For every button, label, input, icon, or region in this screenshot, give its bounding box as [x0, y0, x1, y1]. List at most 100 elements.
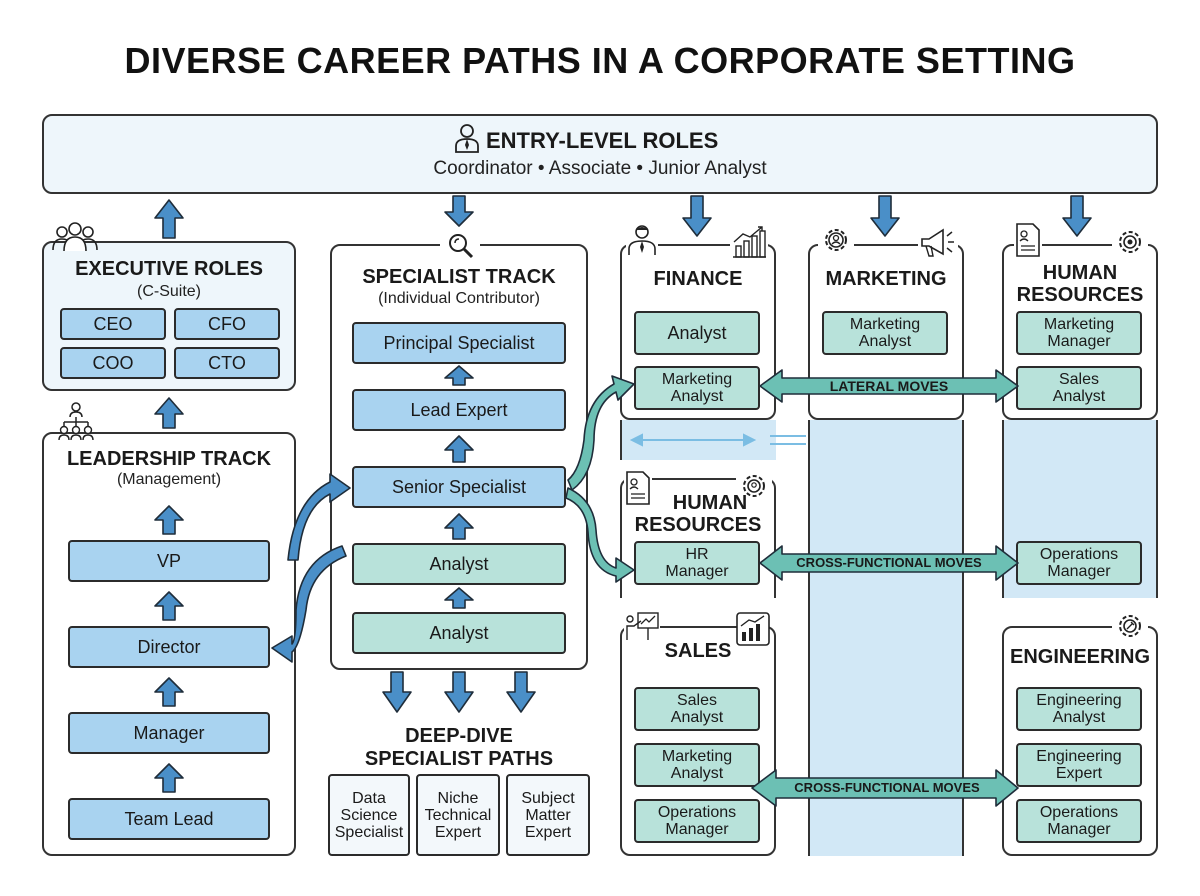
- deepdive-line: Science: [340, 806, 398, 824]
- arrow-down: [444, 195, 474, 227]
- deepdive-line: Data: [352, 789, 386, 807]
- hr-mid-heading-line1: HUMAN: [672, 492, 748, 514]
- entry-level-panel: [42, 114, 1158, 194]
- specialist-sub: (Individual Contributor): [378, 290, 540, 307]
- role-line: Manager: [1047, 563, 1111, 580]
- deepdive-subject-matter[interactable]: Subject Matter Expert: [506, 774, 590, 856]
- group-icon: [50, 220, 100, 252]
- arrow-up: [444, 513, 474, 540]
- marketing-heading: MARKETING: [825, 268, 947, 290]
- magnifier-icon: [440, 230, 480, 260]
- arrow-down: [506, 671, 536, 713]
- role-vp[interactable]: VP: [68, 540, 270, 582]
- gear-icon: [1112, 608, 1148, 644]
- role-line: Sales: [1058, 371, 1100, 388]
- role-line: Analyst: [670, 388, 724, 405]
- engineering-role-expert[interactable]: Engineering Expert: [1016, 743, 1142, 787]
- curved-arrow: [287, 473, 351, 561]
- bar-chart-icon: [730, 224, 768, 260]
- role-line: Engineering: [1036, 748, 1122, 765]
- thin-arrow: [743, 433, 757, 447]
- role-lead-expert[interactable]: Lead Expert: [352, 389, 566, 431]
- deepdive-line: Matter: [525, 806, 571, 824]
- role-line: HR: [685, 546, 709, 563]
- curved-arrow: [565, 487, 635, 583]
- arrow-down: [682, 195, 712, 237]
- arrow-up: [154, 591, 184, 621]
- role-principal-specialist[interactable]: Principal Specialist: [352, 322, 566, 364]
- ops-mid-role-operations-manager[interactable]: Operations Manager: [1016, 541, 1142, 585]
- hr-top-heading-line2: RESOURCES: [1016, 284, 1144, 306]
- role-coo[interactable]: COO: [60, 347, 166, 379]
- role-line: Operations: [1039, 804, 1119, 821]
- marketing-role-marketing-analyst[interactable]: Marketing Analyst: [822, 311, 948, 355]
- thin-arrow: [629, 433, 643, 447]
- role-line: Analyst: [670, 765, 724, 782]
- role-line: Analyst: [1052, 388, 1106, 405]
- hr-top-role-sales-analyst[interactable]: Sales Analyst: [1016, 366, 1142, 410]
- deepdive-line: Expert: [434, 823, 482, 841]
- sales-role-marketing-analyst[interactable]: Marketing Analyst: [634, 743, 760, 787]
- role-manager[interactable]: Manager: [68, 712, 270, 754]
- finance-role-marketing-analyst[interactable]: Marketing Analyst: [634, 366, 760, 410]
- role-line: Operations: [657, 804, 737, 821]
- specialist-heading: SPECIALIST TRACK: [362, 266, 556, 288]
- role-specialist-analyst-upper[interactable]: Analyst: [352, 543, 566, 585]
- cross-arrow: [751, 769, 1019, 807]
- deepdive-line: Subject: [521, 789, 575, 807]
- role-cfo[interactable]: CFO: [174, 308, 280, 340]
- role-cto[interactable]: CTO: [174, 347, 280, 379]
- role-line: Manager: [1047, 821, 1111, 838]
- role-director[interactable]: Director: [68, 626, 270, 668]
- role-line: Manager: [665, 821, 729, 838]
- arrow-up: [154, 505, 184, 535]
- megaphone-icon: [918, 226, 958, 260]
- deepdive-line: Niche: [437, 789, 479, 807]
- presentation-icon: [624, 610, 660, 644]
- org-chart-icon: [56, 400, 96, 442]
- curved-arrow: [271, 545, 347, 663]
- arrow-up: [444, 587, 474, 609]
- sales-role-operations-manager[interactable]: Operations Manager: [634, 799, 760, 843]
- sales-role-sales-analyst[interactable]: Sales Analyst: [634, 687, 760, 731]
- thin-arrow: [770, 435, 806, 445]
- deepdive-data-science[interactable]: Data Science Specialist: [328, 774, 410, 856]
- engineering-role-analyst[interactable]: Engineering Analyst: [1016, 687, 1142, 731]
- entry-level-roles: Coordinator • Associate • Junior Analyst: [433, 158, 767, 179]
- arrow-up: [154, 397, 184, 429]
- hr-top-role-marketing-manager[interactable]: Marketing Manager: [1016, 311, 1142, 355]
- role-line: Expert: [1055, 765, 1103, 782]
- arrow-down: [444, 671, 474, 713]
- engineering-role-operations-manager[interactable]: Operations Manager: [1016, 799, 1142, 843]
- role-team-lead[interactable]: Team Lead: [68, 798, 270, 840]
- lateral-moves-label: LATERAL MOVES: [829, 378, 949, 394]
- role-line: Sales: [676, 692, 718, 709]
- role-line: Manager: [1047, 333, 1111, 350]
- page-title: DIVERSE CAREER PATHS IN A CORPORATE SETT…: [124, 40, 1076, 81]
- engineering-heading: ENGINEERING: [1009, 646, 1151, 668]
- sales-heading: SALES: [664, 640, 732, 662]
- deepdive-niche-technical[interactable]: Niche Technical Expert: [416, 774, 500, 856]
- arrow-down: [870, 195, 900, 237]
- finance-role-analyst[interactable]: Analyst: [634, 311, 760, 355]
- entry-level-heading: ENTRY-LEVEL ROLES: [486, 128, 719, 153]
- role-line: Analyst: [667, 323, 727, 343]
- document-icon: [1014, 222, 1042, 258]
- role-ceo[interactable]: CEO: [60, 308, 166, 340]
- cross-arrow: [759, 545, 1019, 581]
- cross-functional-moves-label: CROSS-FUNCTIONAL MOVES: [796, 555, 982, 570]
- executive-heading: EXECUTIVE ROLES: [75, 258, 263, 280]
- hr-mid-role-hr-manager[interactable]: HR Manager: [634, 541, 760, 585]
- curved-arrow: [567, 375, 635, 491]
- role-senior-specialist[interactable]: Senior Specialist: [352, 466, 566, 508]
- hr-top-heading-line1: HUMAN: [1042, 262, 1118, 284]
- leadership-sub: (Management): [116, 471, 222, 488]
- deepdive-heading-line2: SPECIALIST PATHS: [364, 748, 554, 770]
- gear-icon: [1112, 224, 1148, 260]
- role-specialist-analyst-lower[interactable]: Analyst: [352, 612, 566, 654]
- role-line: Analyst: [1052, 709, 1106, 726]
- arrow-up: [444, 365, 474, 386]
- role-line: Marketing: [1043, 316, 1115, 333]
- businessman-icon: [626, 222, 658, 256]
